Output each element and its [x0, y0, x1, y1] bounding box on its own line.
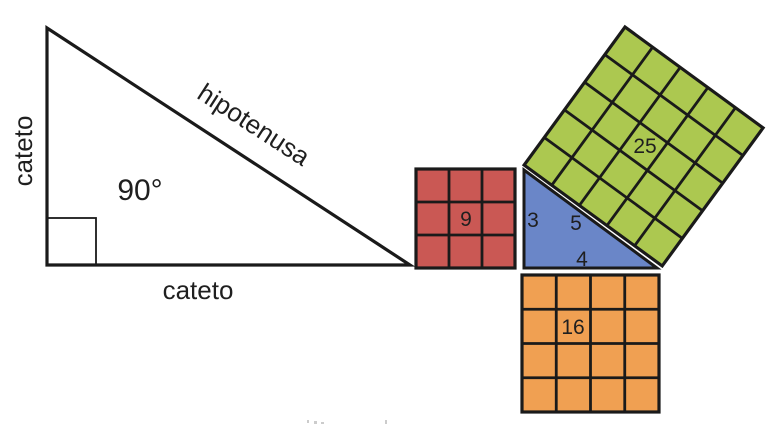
square-on-side-5-border: [521, 24, 766, 269]
side-3-label: 3: [527, 209, 539, 232]
square-on-side-5-grid-line: [578, 66, 682, 207]
proof-figure: 3 5 4 9 16 25: [414, 24, 766, 414]
square-on-side-5-grid-line: [603, 53, 744, 157]
inner-triangle: [522, 167, 662, 270]
square-on-side-5-grid-line: [583, 81, 724, 185]
left-cateto-label: cateto: [8, 116, 38, 187]
side-5-label: 5: [570, 212, 582, 235]
square-on-side-3: [414, 167, 517, 270]
triangle-outline: [45, 25, 416, 267]
side-4-label: 4: [576, 248, 588, 271]
square-on-side-5-grid-line: [563, 108, 704, 212]
stray-artifacts: [307, 420, 387, 424]
squares-layer: [414, 24, 766, 414]
bottom-cateto-label: cateto: [163, 275, 234, 305]
square-on-side-5-grid-line: [543, 136, 684, 240]
right-angle-marker: [46, 217, 97, 266]
stray-artifact: [321, 422, 324, 424]
square-on-side-4: [520, 273, 661, 414]
square-on-side-5-grid-line: [550, 46, 654, 187]
square-on-side-5: [521, 24, 766, 269]
square-on-side-5-grid-line: [605, 86, 709, 227]
square-on-side-5-area-label: 25: [633, 135, 656, 158]
square-on-side-3-border: [414, 167, 517, 270]
square-on-side-5-grid-line: [633, 106, 737, 247]
labeled-right-triangle: 90° cateto cateto hipotenusa: [8, 25, 416, 305]
stray-artifact: [307, 420, 309, 423]
stray-artifact: [314, 421, 317, 424]
stray-artifact: [385, 420, 387, 424]
square-on-side-3-area-label: 9: [460, 208, 472, 231]
square-labels-layer: 9 16 25: [460, 135, 657, 339]
square-on-side-4-area-label: 16: [561, 316, 584, 339]
angle-label: 90°: [117, 174, 162, 207]
